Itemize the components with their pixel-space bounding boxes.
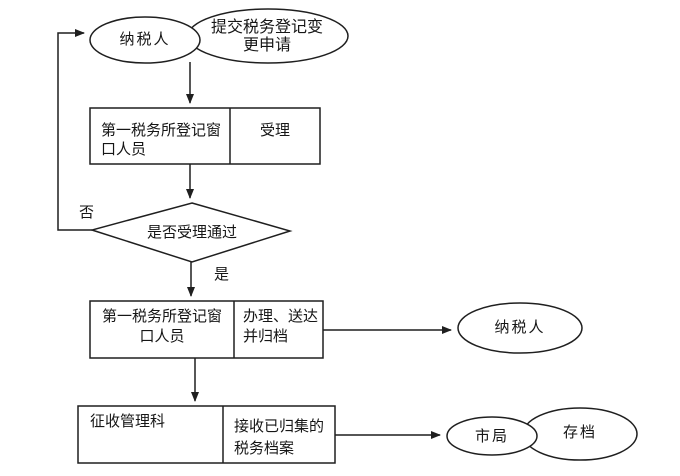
collection-action-label: 接收已归集的 税务档案 bbox=[234, 416, 330, 460]
handle-role-line2: 口人员 bbox=[139, 329, 185, 345]
taxpayer-result-label: 纳税人 bbox=[494, 320, 546, 336]
edge-no-feedback-line bbox=[57, 29, 92, 231]
accept-action-label: 受理 bbox=[259, 123, 290, 139]
collection-action-line1: 接收已归集的 bbox=[234, 419, 325, 435]
handle-action-line2: 并归档 bbox=[243, 329, 289, 345]
taxpayer-result-ellipse bbox=[457, 302, 583, 354]
accept-role-line1: 第一税务所登记窗 bbox=[101, 123, 222, 139]
submit-application-line1: 提交税务登记变 bbox=[210, 19, 323, 36]
submit-application-line2: 更申请 bbox=[242, 37, 291, 54]
accept-role-line2: 口人员 bbox=[101, 142, 147, 158]
accept-process-box bbox=[89, 107, 321, 165]
decision-label: 是否受理通过 bbox=[146, 225, 237, 241]
collection-process-box bbox=[77, 405, 336, 464]
handle-role-label: 第一税务所登记窗 口人员 bbox=[92, 307, 232, 347]
city-bureau-label: 市局 bbox=[474, 429, 509, 445]
handle-role-line1: 第一税务所登记窗 bbox=[101, 309, 222, 325]
archive-label: 存档 bbox=[562, 425, 597, 441]
handle-action-label: 办理、送达 并归档 bbox=[243, 307, 329, 347]
collection-action-line2: 税务档案 bbox=[234, 441, 295, 457]
city-bureau-ellipse bbox=[446, 416, 538, 456]
taxpayer-start-label: 纳税人 bbox=[119, 32, 171, 48]
handle-process-box bbox=[89, 300, 324, 359]
accept-role-label: 第一税务所登记窗 口人员 bbox=[101, 122, 231, 160]
handle-action-line1: 办理、送达 bbox=[243, 309, 319, 325]
decision-yes-label: 是 bbox=[214, 267, 230, 283]
decision-no-label: 否 bbox=[79, 205, 95, 221]
collection-role-label: 征收管理科 bbox=[90, 414, 166, 430]
submit-application-label: 提交税务登记变 更申请 bbox=[209, 19, 325, 55]
taxpayer-start-ellipse bbox=[89, 16, 201, 64]
decision-diamond bbox=[89, 202, 293, 263]
